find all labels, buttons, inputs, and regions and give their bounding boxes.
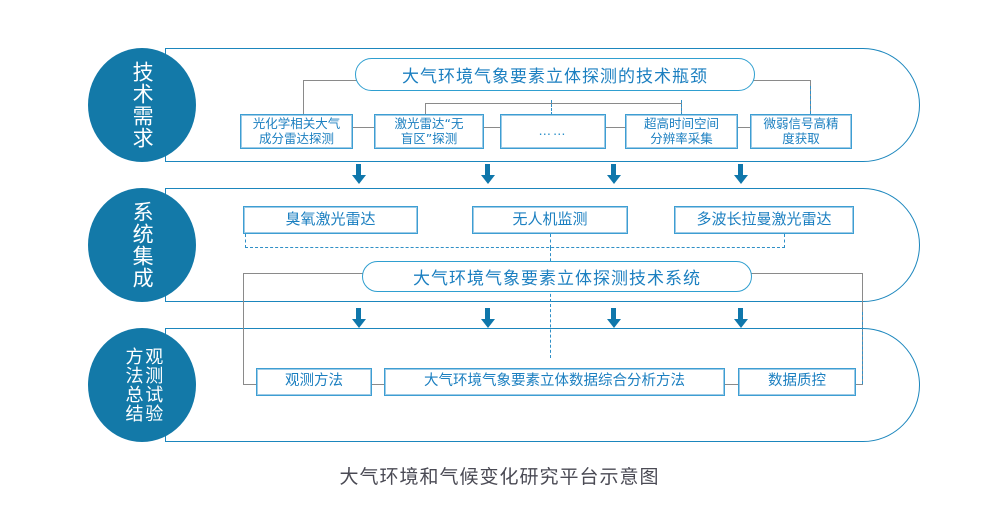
box-inner: 激光雷达“无 盲区”探测 — [375, 115, 483, 148]
headline-label-1: 大气环境气象要素立体探测的技术瓶颈 — [402, 67, 708, 87]
stage-circle-system-integration[interactable]: 系统集成 — [88, 188, 196, 302]
dashed-bracket-r2-right — [784, 234, 785, 248]
box-label-line1: …… — [538, 123, 568, 139]
box-label-line1: 微弱信号高精 — [763, 115, 839, 131]
box-observation-method[interactable]: 观测方法 — [256, 368, 372, 396]
stage-circle-technical-requirements[interactable]: 技术需求 — [88, 48, 196, 162]
box-label-line2: 分辨率采集 — [650, 130, 713, 146]
circle-label-3-left: 方法总结 — [122, 347, 144, 423]
arrow-down-1b — [481, 164, 495, 184]
dashed-connector-center-vertical — [550, 248, 551, 358]
stage-circle-observation-and-methods[interactable]: 观测试验 方法总结 — [88, 328, 196, 442]
box-comprehensive-analysis-method[interactable]: 大气环境气象要素立体数据综合分析方法 — [384, 368, 725, 396]
box-label-line1: 光化学相关大气 — [252, 115, 341, 131]
arrow-down-1c — [607, 164, 621, 184]
box-label-line1: 多波长拉曼激光雷达 — [696, 210, 832, 229]
box-label-line2: 成分雷达探测 — [258, 130, 334, 146]
dashed-connector-right-vertical — [862, 312, 863, 384]
dashed-connector-r1-right — [810, 86, 811, 114]
box-ellipsis[interactable]: …… — [500, 114, 606, 149]
box-uav-monitoring[interactable]: 无人机监测 — [472, 206, 628, 234]
dashed-bracket-r2-mid — [550, 234, 551, 248]
box-weak-signal-acquisition[interactable]: 微弱信号高精 度获取 — [750, 114, 852, 149]
headline-technical-bottleneck[interactable]: 大气环境气象要素立体探测的技术瓶颈 — [355, 58, 755, 91]
box-label-line1: 观测方法 — [285, 373, 343, 390]
connector-r1-left-drop — [303, 80, 304, 127]
circle-label-1: 技术需求 — [130, 61, 155, 149]
connector-r1-inner-bar — [425, 103, 681, 104]
figure-caption: 大气环境和气候变化研究平台示意图 — [339, 466, 660, 488]
box-inner: 大气环境气象要素立体数据综合分析方法 — [385, 369, 724, 395]
box-label-line2: 盲区”探测 — [400, 130, 458, 146]
box-inner: 微弱信号高精 度获取 — [751, 115, 851, 148]
box-label-line1: 超高时间空间 — [643, 115, 719, 131]
box-inner: 多波长拉曼激光雷达 — [675, 207, 853, 233]
circle-label-2: 系统集成 — [130, 201, 155, 289]
box-inner: …… — [501, 115, 605, 148]
connector-frame-left — [243, 273, 244, 385]
circle-label-3-group: 观测试验 方法总结 — [122, 347, 164, 423]
box-label-line1: 大气环境气象要素立体数据综合分析方法 — [424, 373, 685, 390]
box-label-line2: 度获取 — [782, 130, 820, 146]
box-ozone-lidar[interactable]: 臭氧激光雷达 — [243, 206, 418, 234]
box-inner: 臭氧激光雷达 — [244, 207, 417, 233]
box-high-resolution-acquisition[interactable]: 超高时间空间 分辨率采集 — [625, 114, 738, 149]
arrow-down-2c — [607, 308, 621, 328]
box-multiwavelength-raman-lidar[interactable]: 多波长拉曼激光雷达 — [674, 206, 854, 234]
box-inner: 超高时间空间 分辨率采集 — [626, 115, 737, 148]
dashed-bracket-r2-left — [245, 234, 246, 248]
dashed-connector-r1-center — [551, 100, 552, 115]
dashed-connector-r1-inner-right — [681, 100, 682, 115]
headline-label-2: 大气环境气象要素立体探测技术系统 — [413, 269, 701, 289]
box-label-line1: 数据质控 — [768, 373, 826, 390]
box-blind-zone-free-lidar[interactable]: 激光雷达“无 盲区”探测 — [374, 114, 484, 149]
box-label-line1: 臭氧激光雷达 — [285, 210, 376, 229]
arrow-down-2b — [481, 308, 495, 328]
arrow-down-2a — [352, 308, 366, 328]
box-label-line1: 无人机监测 — [512, 210, 588, 229]
box-inner: 无人机监测 — [473, 207, 627, 233]
arrow-down-2d — [734, 308, 748, 328]
circle-label-3-right: 观测试验 — [142, 347, 164, 423]
box-data-quality-control[interactable]: 数据质控 — [738, 368, 856, 396]
arrow-down-1a — [352, 164, 366, 184]
box-inner: 观测方法 — [257, 369, 371, 395]
box-inner: 光化学相关大气 成分雷达探测 — [241, 115, 352, 148]
arrow-down-1d — [734, 164, 748, 184]
box-label-line1: 激光雷达“无 — [394, 115, 464, 131]
headline-detection-system[interactable]: 大气环境气象要素立体探测技术系统 — [362, 261, 752, 292]
dashed-bracket-r2 — [245, 247, 785, 248]
box-photochemical-lidar[interactable]: 光化学相关大气 成分雷达探测 — [240, 114, 353, 149]
box-inner: 数据质控 — [739, 369, 855, 395]
